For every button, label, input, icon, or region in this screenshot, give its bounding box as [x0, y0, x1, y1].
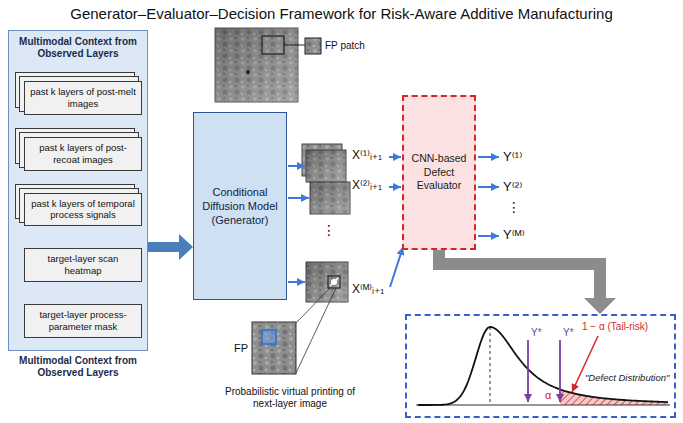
generator-box: Conditional Diffusion Model (Generator)	[193, 112, 287, 300]
flow-arrow	[478, 235, 499, 237]
patch-outline	[328, 276, 340, 288]
defect-spot	[246, 70, 250, 74]
sample-image	[310, 182, 350, 214]
alpha-label: α	[545, 389, 551, 402]
caption-note: Probabilistic virtual printing of next-l…	[215, 386, 365, 410]
patch-outline	[262, 36, 284, 54]
figure-title: Generator–Evaluator–Decision Framework f…	[0, 5, 683, 22]
input-box: target-layer scan heatmap	[24, 248, 142, 282]
fp-highlight	[262, 330, 276, 344]
sample-marker-label: Y*	[531, 327, 542, 339]
tail-risk-label: 1 − α (Tail-risk)	[582, 321, 648, 333]
sample-image	[306, 150, 346, 182]
mean-line	[490, 327, 491, 405]
tail-area	[560, 389, 668, 405]
input-box: past k layers of temporal process signal…	[24, 193, 142, 227]
leader-line	[296, 288, 336, 373]
sample-marker-label: Y*	[563, 327, 574, 339]
panel-footer: Multimodal Context from Observed Layers	[13, 355, 143, 379]
image-shade	[306, 150, 346, 182]
density-curve	[418, 327, 668, 405]
input-box: past k layers of post-recoat images	[24, 137, 142, 171]
box-label: Conditional Diffusion Model (Generator)	[199, 185, 281, 228]
defect-spot	[331, 279, 337, 285]
box-label: CNN-based Defect Evaluator	[407, 152, 471, 193]
sample-label: X⁽²⁾ᵢ₊₁	[352, 178, 382, 192]
decision-arrow	[439, 250, 600, 298]
fp-label: FP	[234, 342, 248, 355]
sample-label: X⁽¹⁾ᵢ₊₁	[352, 148, 382, 162]
tail-pointer	[572, 336, 598, 392]
layer-image	[215, 28, 298, 102]
patch-image	[305, 38, 321, 54]
flow-arrow	[288, 281, 305, 283]
input-arrow	[148, 242, 179, 252]
input-box: target-layer process-parameter mask	[24, 304, 142, 338]
zoom-image	[252, 322, 296, 374]
evaluator-box: CNN-based Defect Evaluator	[402, 95, 476, 250]
flow-arrow	[389, 156, 401, 158]
image-shade	[215, 28, 298, 102]
leader-line	[284, 45, 305, 46]
box-label: past k layers of post-melt images	[30, 86, 136, 110]
axis-line	[416, 404, 670, 405]
panel-heading: Multimodal Context from Observed Layers	[13, 36, 143, 60]
leader-line	[296, 288, 330, 323]
flow-arrow	[288, 165, 305, 167]
flow-arrow	[478, 186, 499, 188]
score-label: Y⁽ᴹ⁾	[503, 227, 525, 243]
defect-streak	[330, 278, 338, 286]
ellipsis: ⋮	[507, 199, 521, 216]
ellipsis: ⋮	[322, 222, 336, 239]
score-label: Y⁽²⁾	[503, 179, 522, 195]
flow-arrow	[390, 247, 403, 287]
flow-arrow	[389, 186, 401, 188]
flow-arrow	[478, 156, 499, 158]
box-label: target-layer process-parameter mask	[30, 309, 136, 333]
sample-marker	[559, 340, 561, 402]
input-box: past k layers of post-melt images	[24, 81, 142, 115]
distribution-label: "Defect Distribution"	[585, 372, 669, 383]
box-label: past k layers of post-recoat images	[30, 142, 136, 166]
image-shade	[306, 262, 348, 302]
layer-image	[215, 28, 321, 102]
patch-label: FP patch	[325, 40, 365, 52]
input-panel: Multimodal Context from Observed LayersM…	[8, 30, 148, 351]
box-label: target-layer scan heatmap	[30, 253, 136, 277]
sample-marker	[527, 340, 529, 402]
flow-arrow	[288, 197, 309, 199]
score-label: Y⁽¹⁾	[503, 149, 522, 165]
distribution-plot	[416, 327, 670, 405]
sample-label: X⁽ᴹ⁾ᵢ₊₁	[352, 282, 384, 296]
image-shade	[310, 182, 350, 214]
box-label: past k layers of temporal process signal…	[30, 198, 136, 222]
sample-image	[306, 262, 348, 302]
